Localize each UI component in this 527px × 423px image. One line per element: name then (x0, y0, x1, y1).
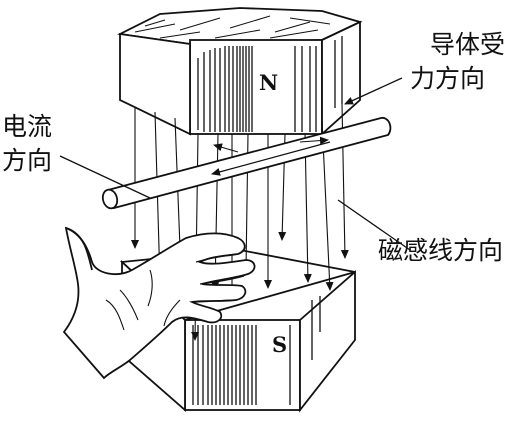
field-leader (337, 199, 411, 251)
magnet-north-front-face (189, 39, 323, 135)
magnet-north-hatching (197, 36, 343, 132)
magnet-north: N (117, 7, 363, 137)
hand-outline (62, 226, 256, 380)
force-direction-label-line2: 力方向 (410, 64, 486, 93)
current-arrow (211, 141, 331, 176)
current-direction-label-line1: 电流 (2, 112, 53, 141)
label-leaders (59, 77, 411, 251)
hand-thumb (65, 227, 93, 271)
force-direction-label-line1: 导体受 (430, 30, 506, 59)
conductor-rod-end (101, 188, 119, 210)
current-leader (59, 155, 151, 199)
hand-palm (62, 226, 256, 380)
current-direction-label-line2: 方向 (2, 146, 53, 175)
south-pole-label: S (272, 332, 287, 357)
north-pole-label: N (259, 70, 278, 95)
conductor-rod (101, 116, 392, 210)
magnet-south-front-face (184, 319, 301, 411)
magnet-north-side-face (119, 32, 191, 136)
force-leader (344, 77, 403, 105)
magnet-south-side-face (299, 270, 356, 413)
field-direction-label: 磁感线方向 (378, 236, 504, 265)
magnet-south-hatching (192, 296, 321, 405)
